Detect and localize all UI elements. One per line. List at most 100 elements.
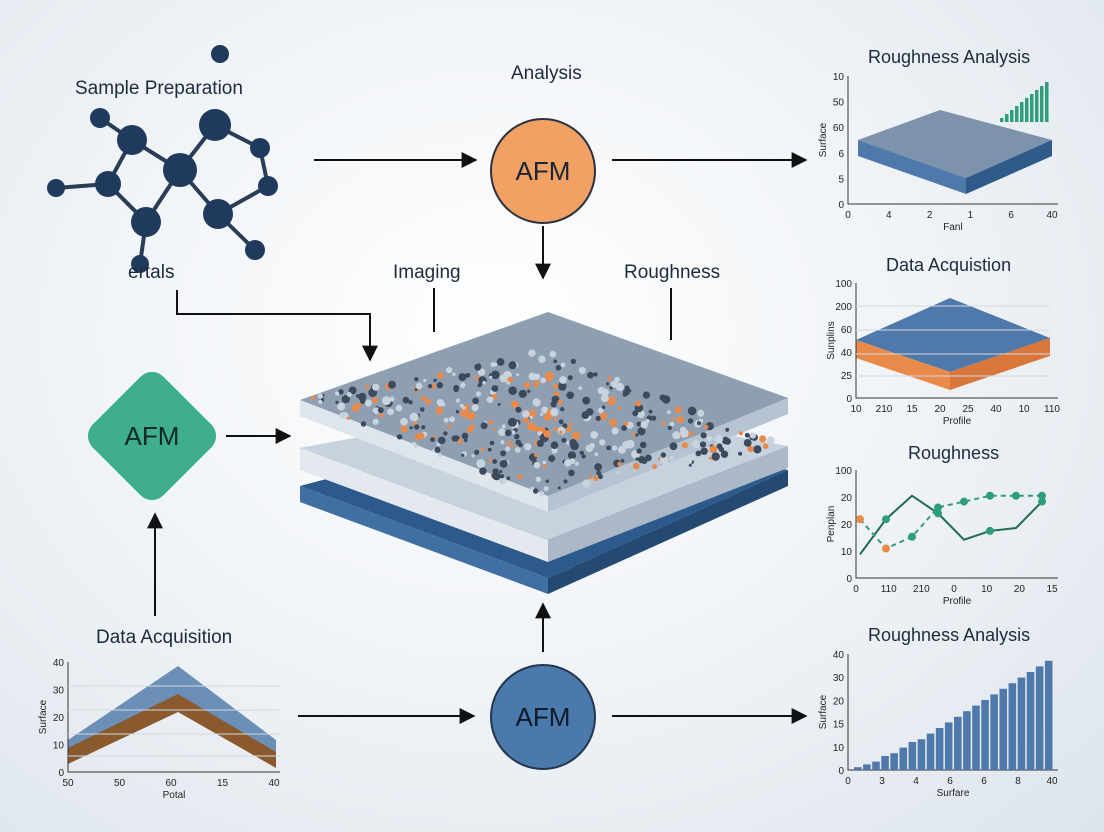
rough-right-xtick: 210 <box>913 584 930 595</box>
surface-particle <box>449 416 455 423</box>
top-right-surface <box>858 110 1052 194</box>
series-point <box>908 532 916 541</box>
surface-particle <box>620 459 625 463</box>
surface-particle <box>549 350 557 358</box>
surface-particle <box>372 383 380 391</box>
bottom-right-xtick: 4 <box>913 776 919 787</box>
surface-particle <box>486 396 494 403</box>
surface-particle <box>501 424 506 429</box>
surface-particle <box>455 398 461 403</box>
surface-particle <box>557 399 563 405</box>
surface-particle <box>747 445 754 453</box>
surface-particle <box>607 396 616 406</box>
surface-particle <box>497 403 501 406</box>
bar <box>944 722 953 770</box>
mid-right-ytick: 100 <box>835 279 852 290</box>
surface-particle <box>635 433 639 437</box>
surface-particle <box>725 427 730 432</box>
surface-particle <box>360 421 367 427</box>
surface-particle <box>528 349 536 358</box>
surface-particle <box>535 476 542 483</box>
surface-particle <box>504 429 512 437</box>
surface-particle <box>477 368 486 376</box>
surface-particle <box>560 407 565 412</box>
surface-particle <box>400 417 408 426</box>
bottom-left-xtick: 15 <box>217 778 229 789</box>
surface-particle <box>523 381 531 389</box>
surface-particle <box>632 410 639 417</box>
surface-particle <box>744 432 750 438</box>
surface-particle <box>430 437 435 442</box>
surface-particle <box>500 450 507 457</box>
surface-particle <box>463 438 468 443</box>
surface-particle <box>632 462 640 470</box>
bottom-right-xtick: 40 <box>1046 776 1058 787</box>
surface-particle <box>482 380 486 385</box>
series-point <box>1038 491 1046 500</box>
afm-node-analysis: AFM <box>490 118 596 224</box>
surface-particle <box>574 461 580 466</box>
surface-particle <box>590 431 598 439</box>
rough-right-xtick: 10 <box>981 584 993 595</box>
top-right-xtick: 6 <box>1008 210 1014 221</box>
surface-particle <box>364 399 372 407</box>
surface-particle <box>617 461 622 467</box>
surface-particle <box>420 407 425 412</box>
surface-particle <box>640 421 648 429</box>
surface-particle <box>487 447 492 452</box>
surface-particle <box>461 432 469 440</box>
bottom-right-ytick: 10 <box>833 743 845 754</box>
rough-right-ylabel: Penplan <box>826 506 837 543</box>
bottom-right-ytick: 15 <box>833 720 845 731</box>
bar <box>1008 683 1017 770</box>
surface-particle <box>438 436 446 445</box>
surface-particle <box>581 454 586 459</box>
surface-particle <box>471 454 475 458</box>
surface-particle <box>724 438 731 445</box>
analysis-label: Analysis <box>511 63 582 84</box>
bottom-right-xtick: 6 <box>947 776 953 787</box>
surface-particle <box>714 434 724 444</box>
mid-right-ylabel: Sunplins <box>826 321 837 359</box>
surface-particle <box>382 396 391 406</box>
surface-particle <box>731 434 738 442</box>
surface-particle <box>476 459 486 469</box>
bar <box>981 700 989 770</box>
bar <box>926 733 935 770</box>
surface-particle <box>660 452 667 458</box>
surface-particle <box>379 413 384 418</box>
surface-particle <box>543 486 549 492</box>
surface-particle <box>615 382 625 392</box>
surface-particle <box>377 407 384 414</box>
surface-particle <box>460 408 469 418</box>
series-line <box>859 494 1042 550</box>
surface-particle <box>521 410 530 419</box>
surface-particle <box>614 376 620 383</box>
series-point <box>934 509 942 518</box>
afm-node-left: AFM <box>81 365 223 507</box>
top-right-title: Roughness Analysis <box>868 47 1031 67</box>
surface-particle <box>518 389 527 398</box>
surface-particle <box>662 395 671 404</box>
surface-particle <box>636 448 642 454</box>
surface-particle <box>609 418 617 427</box>
bar <box>1035 666 1044 770</box>
surface-particle <box>716 443 723 450</box>
surface-particle <box>388 380 396 389</box>
surface-particle <box>500 440 505 445</box>
surface-particle <box>600 394 609 403</box>
surface-particle <box>570 358 577 364</box>
surface-particle <box>639 441 647 449</box>
bar <box>999 688 1008 770</box>
surface-particle <box>516 373 520 377</box>
bar <box>1044 660 1053 770</box>
mid-right-xtick: 40 <box>990 404 1002 415</box>
bar <box>899 747 908 770</box>
mini-bar <box>1005 114 1009 122</box>
surface-particle <box>489 459 493 463</box>
surface-particle <box>414 377 419 382</box>
surface-particle <box>681 442 689 449</box>
mid-right-xlabel: Profile <box>943 416 972 427</box>
bar <box>963 711 971 770</box>
surface-particle <box>635 457 639 461</box>
